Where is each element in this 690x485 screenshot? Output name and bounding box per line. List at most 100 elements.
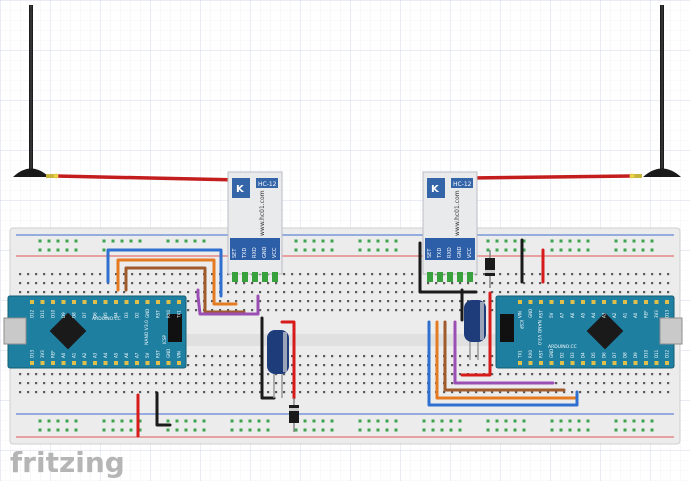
arduino-pin-label: A5 xyxy=(114,352,119,358)
module-pin xyxy=(252,272,258,282)
svg-text:K: K xyxy=(236,184,245,195)
module-pin xyxy=(232,272,238,282)
arduino-pin-label: D7 xyxy=(612,352,617,358)
arduino-pin xyxy=(570,300,575,304)
arduino-pin xyxy=(30,300,34,304)
arduino-pin-label: GND xyxy=(145,309,150,318)
arduino-pin-label: D5 xyxy=(103,312,108,318)
arduino-pin xyxy=(549,361,554,365)
module-pin xyxy=(427,272,433,282)
arduino-pin-label: D4 xyxy=(114,312,119,318)
arduino-pin-label: RST xyxy=(539,310,544,318)
arduino-pin xyxy=(644,300,648,304)
arduino-pin xyxy=(549,300,554,304)
arduino-pin xyxy=(145,361,150,365)
arduino-pin-label: A5 xyxy=(581,312,586,318)
arduino-pin-label: A3 xyxy=(602,312,607,318)
arduino-left-version: NANO V3.0 xyxy=(144,320,150,345)
arduino-pin-label: D13 xyxy=(665,309,670,318)
arduino-pin xyxy=(72,300,76,304)
arduino-pin xyxy=(61,300,66,304)
arduino-pin-label: 5V xyxy=(145,352,150,358)
arduino-pin-label: A2 xyxy=(612,312,617,318)
module-pin xyxy=(437,272,443,282)
module-left-brand: HC-12 xyxy=(258,181,277,188)
module-pin-label: GND xyxy=(457,246,463,258)
module-pin xyxy=(467,272,473,282)
arduino-pin xyxy=(82,361,87,365)
arduino-pin-label: D4 xyxy=(581,352,586,358)
capacitor-right xyxy=(464,300,486,360)
module-pin-label: VCC xyxy=(467,247,473,258)
arduino-right-model: ARDUINO.CC xyxy=(548,344,577,350)
arduino-pin xyxy=(40,300,45,304)
arduino-pin xyxy=(177,361,181,365)
arduino-pin xyxy=(93,300,97,304)
arduino-pin xyxy=(623,300,627,304)
left-antenna xyxy=(13,5,56,178)
arduino-pin-label: D9 xyxy=(61,312,66,318)
arduino-pin-label: A6 xyxy=(570,312,575,318)
arduino-pin xyxy=(156,361,160,365)
arduino-pin xyxy=(103,361,108,365)
module-pin-label: TXD xyxy=(437,248,443,259)
arduino-pin-label: D3 xyxy=(570,352,575,358)
arduino-pin-label: D13 xyxy=(30,349,35,358)
arduino-pin xyxy=(560,300,564,304)
arduino-pin xyxy=(40,361,45,365)
arduino-pin xyxy=(528,361,533,365)
arduino-pin xyxy=(51,361,55,365)
wires-right xyxy=(418,238,579,407)
left-antenna-cable xyxy=(55,174,241,182)
arduino-pin xyxy=(539,300,543,304)
arduino-pin-label: RST xyxy=(156,350,161,358)
arduino-pin-label: D8 xyxy=(623,352,628,358)
arduino-pin xyxy=(93,361,97,365)
arduino-pin-label: D11 xyxy=(40,309,45,318)
arduino-left-model: ARDUINO.CC xyxy=(92,316,121,322)
fritzing-watermark: fritzing xyxy=(10,446,125,479)
arduino-right-version: NANO V3.0 xyxy=(536,320,542,345)
module-pin-label: TXD xyxy=(242,248,248,259)
arduino-pin xyxy=(518,300,522,304)
arduino-pin-label: D9 xyxy=(633,352,638,358)
arduino-pin xyxy=(654,300,659,304)
arduino-pin xyxy=(581,361,585,365)
arduino-pin-label: REF xyxy=(51,350,56,358)
svg-text:K: K xyxy=(431,184,440,195)
module-pin-label: VCC xyxy=(272,247,278,258)
arduino-pin-label: TX1 xyxy=(177,310,182,319)
arduino-pin xyxy=(654,361,659,365)
arduino-pin-label: A4 xyxy=(103,352,108,358)
arduino-pin xyxy=(602,300,606,304)
arduino-pin-label: REF xyxy=(644,310,649,318)
arduino-pin xyxy=(591,361,596,365)
arduino-pin xyxy=(135,361,139,365)
arduino-pin xyxy=(528,300,533,304)
arduino-pin xyxy=(644,361,648,365)
arduino-pin xyxy=(612,300,617,304)
arduino-pin-label: A0 xyxy=(61,352,66,358)
arduino-pin-label: D2 xyxy=(135,312,140,318)
arduino-pin xyxy=(156,300,160,304)
arduino-pin-label: 3V3 xyxy=(40,350,45,358)
arduino-pin xyxy=(518,361,522,365)
arduino-pin xyxy=(135,300,139,304)
arduino-pin-label: A1 xyxy=(623,312,628,318)
arduino-pin xyxy=(124,300,129,304)
arduino-pin xyxy=(177,300,181,304)
module-left-url: www.hc01.com xyxy=(259,190,266,236)
module-right-url: www.hc01.com xyxy=(454,190,461,236)
arduino-pin xyxy=(114,361,118,365)
module-pin-label: SET xyxy=(427,248,433,258)
arduino-pin-label: D5 xyxy=(591,352,596,358)
arduino-pin xyxy=(166,300,171,304)
arduino-pin xyxy=(591,300,596,304)
arduino-pin xyxy=(581,300,585,304)
arduino-pin-label: 5V xyxy=(549,312,554,318)
